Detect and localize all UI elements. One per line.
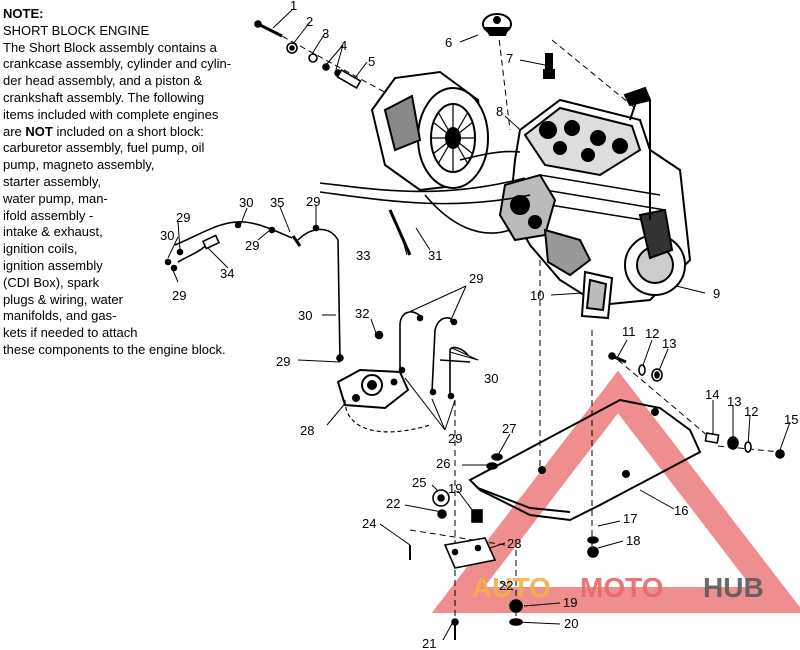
note-item-5: ifold assembly - <box>3 207 94 223</box>
callout-29-b: 29 <box>245 238 259 253</box>
callouts: 1 2 3 4 5 6 7 8 9 10 11 12 13 14 13 12 1… <box>160 0 798 650</box>
spark-plug <box>543 53 555 79</box>
callout-13-right: 13 <box>727 394 741 409</box>
note-item-3: starter assembly, <box>3 173 102 189</box>
callout-30-a: 30 <box>160 228 174 243</box>
watermark-wordmark: AUTO MOTO HUB <box>472 572 764 603</box>
callout-33: 33 <box>356 248 370 263</box>
note-item-10: plugs & wiring, water <box>3 291 123 307</box>
engine-block <box>498 86 692 320</box>
note-item-12: kets if needed to attach <box>3 325 138 341</box>
note-not-bold: NOT <box>25 123 53 139</box>
note-title: SHORT BLOCK ENGINE <box>3 22 150 38</box>
note-line-not: are NOT included on a short block: <box>3 124 303 141</box>
note-item-8: ignition assembly <box>3 257 103 273</box>
note-item-11: manifolds, and gas- <box>3 308 117 324</box>
callout-8: 8 <box>496 104 503 119</box>
note-line-2: crankcase assembly, cylinder and cylin- <box>3 56 232 72</box>
callout-29-f: 29 <box>469 271 483 286</box>
callout-11: 11 <box>622 324 636 339</box>
callout-35: 35 <box>270 195 284 210</box>
note-not-post: included on a short block: <box>52 123 204 139</box>
watermark-word-auto: AUTO <box>472 572 551 603</box>
callout-22: 22 <box>386 496 400 511</box>
callout-30-c: 30 <box>298 308 312 323</box>
callout-26: 26 <box>436 456 450 471</box>
callout-15: 15 <box>784 412 798 427</box>
mount-hardware-right <box>608 352 785 459</box>
callout-30-d: 30 <box>484 371 498 386</box>
note-item-7: ignition coils, <box>3 241 78 257</box>
callout-19-lower: 19 <box>563 595 577 610</box>
note-line-5: items included with complete engines <box>3 106 219 122</box>
note-not-pre: are <box>3 123 26 139</box>
callout-29-d: 29 <box>306 194 320 209</box>
callout-5: 5 <box>368 54 375 69</box>
callout-27: 27 <box>502 421 516 436</box>
fuel-lines-upper <box>164 221 344 362</box>
note-item-9: (CDI Box), spark <box>3 274 100 290</box>
note-item-1: carburetor assembly, fuel pump, oil <box>3 140 205 156</box>
note-heading: NOTE: <box>3 6 44 21</box>
callout-21: 21 <box>422 636 436 650</box>
oil-cap <box>482 13 512 36</box>
callout-34: 34 <box>220 266 234 281</box>
callout-18: 18 <box>626 533 640 548</box>
engine-mount-plate <box>468 398 702 522</box>
watermark-logo <box>431 370 800 613</box>
watermark-word-moto: MOTO <box>580 572 663 603</box>
callout-20: 20 <box>564 616 578 631</box>
callout-12: 12 <box>645 326 659 341</box>
note-item-2: pump, magneto assembly, <box>3 157 155 173</box>
note-line-4: crankshaft assembly. The following <box>3 89 205 105</box>
callout-16: 16 <box>674 503 688 518</box>
callout-2: 2 <box>306 14 313 29</box>
callout-7: 7 <box>506 51 513 66</box>
callout-24: 24 <box>362 516 376 531</box>
note-line-3: der head assembly, and a piston & <box>3 73 203 89</box>
watermark-word-hub: HUB <box>703 572 764 603</box>
note-item-13: these components to the engine block. <box>3 341 226 357</box>
callout-19: 19 <box>448 481 462 496</box>
callout-29-a: 29 <box>176 210 190 225</box>
callout-10: 10 <box>530 288 544 303</box>
callout-12-right: 12 <box>744 404 758 419</box>
callout-9: 9 <box>713 286 720 301</box>
callout-4: 4 <box>340 38 347 53</box>
lower-mount-parts <box>409 453 599 640</box>
callout-14: 14 <box>705 387 719 402</box>
callout-29-c: 29 <box>172 288 186 303</box>
callout-1: 1 <box>290 0 297 13</box>
recoil-starter <box>370 70 489 192</box>
callout-13: 13 <box>662 336 676 351</box>
callout-28: 28 <box>300 423 314 438</box>
callout-29-g: 29 <box>448 431 462 446</box>
callout-32: 32 <box>355 306 369 321</box>
callout-30-b: 30 <box>239 195 253 210</box>
callout-29-e: 29 <box>276 354 290 369</box>
fuel-pump <box>336 368 431 433</box>
callout-22-lower: 22 <box>499 578 513 593</box>
callout-25: 25 <box>412 475 426 490</box>
note-item-6: intake & exhaust, <box>3 224 103 240</box>
fuel-lines-lower <box>374 311 471 400</box>
callout-31: 31 <box>428 248 442 263</box>
throttle-cables <box>319 150 531 256</box>
short-block-note: NOTE: SHORT BLOCK ENGINE The Short Block… <box>3 6 303 359</box>
starter-bolts <box>254 20 362 90</box>
callout-17: 17 <box>623 511 637 526</box>
note-line-1: The Short Block assembly contains a <box>3 39 217 55</box>
callout-6: 6 <box>445 35 452 50</box>
note-item-4: water pump, man- <box>3 190 108 206</box>
callout-3: 3 <box>322 26 329 41</box>
callout-23: 23 <box>507 536 521 551</box>
